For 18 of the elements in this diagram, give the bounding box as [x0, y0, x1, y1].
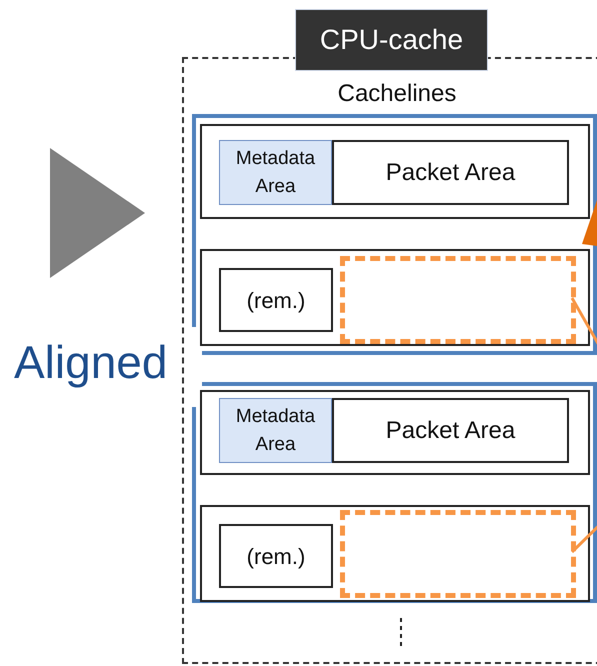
title-label: CPU-cache: [295, 9, 488, 71]
dashed-region: [340, 256, 576, 344]
remainder-box: (rem.): [219, 268, 333, 332]
remainder-box: (rem.): [219, 524, 333, 588]
metadata-box: Metadata Area: [219, 140, 332, 205]
metadata-box: Metadata Area: [219, 398, 332, 463]
play-triangle: [50, 148, 145, 278]
cache-region: [182, 57, 597, 664]
heading: Cachelines: [338, 79, 456, 109]
packet-box: Packet Area: [332, 398, 569, 463]
packet-box: Packet Area: [332, 140, 569, 205]
dashed-region: [340, 510, 576, 598]
aligned-group: [192, 114, 597, 355]
cacheline-box: [200, 505, 590, 602]
cacheline-box: [200, 390, 590, 475]
aligned-group: [192, 382, 597, 603]
cacheline-box: [200, 124, 590, 219]
cacheline-box: [200, 249, 590, 346]
